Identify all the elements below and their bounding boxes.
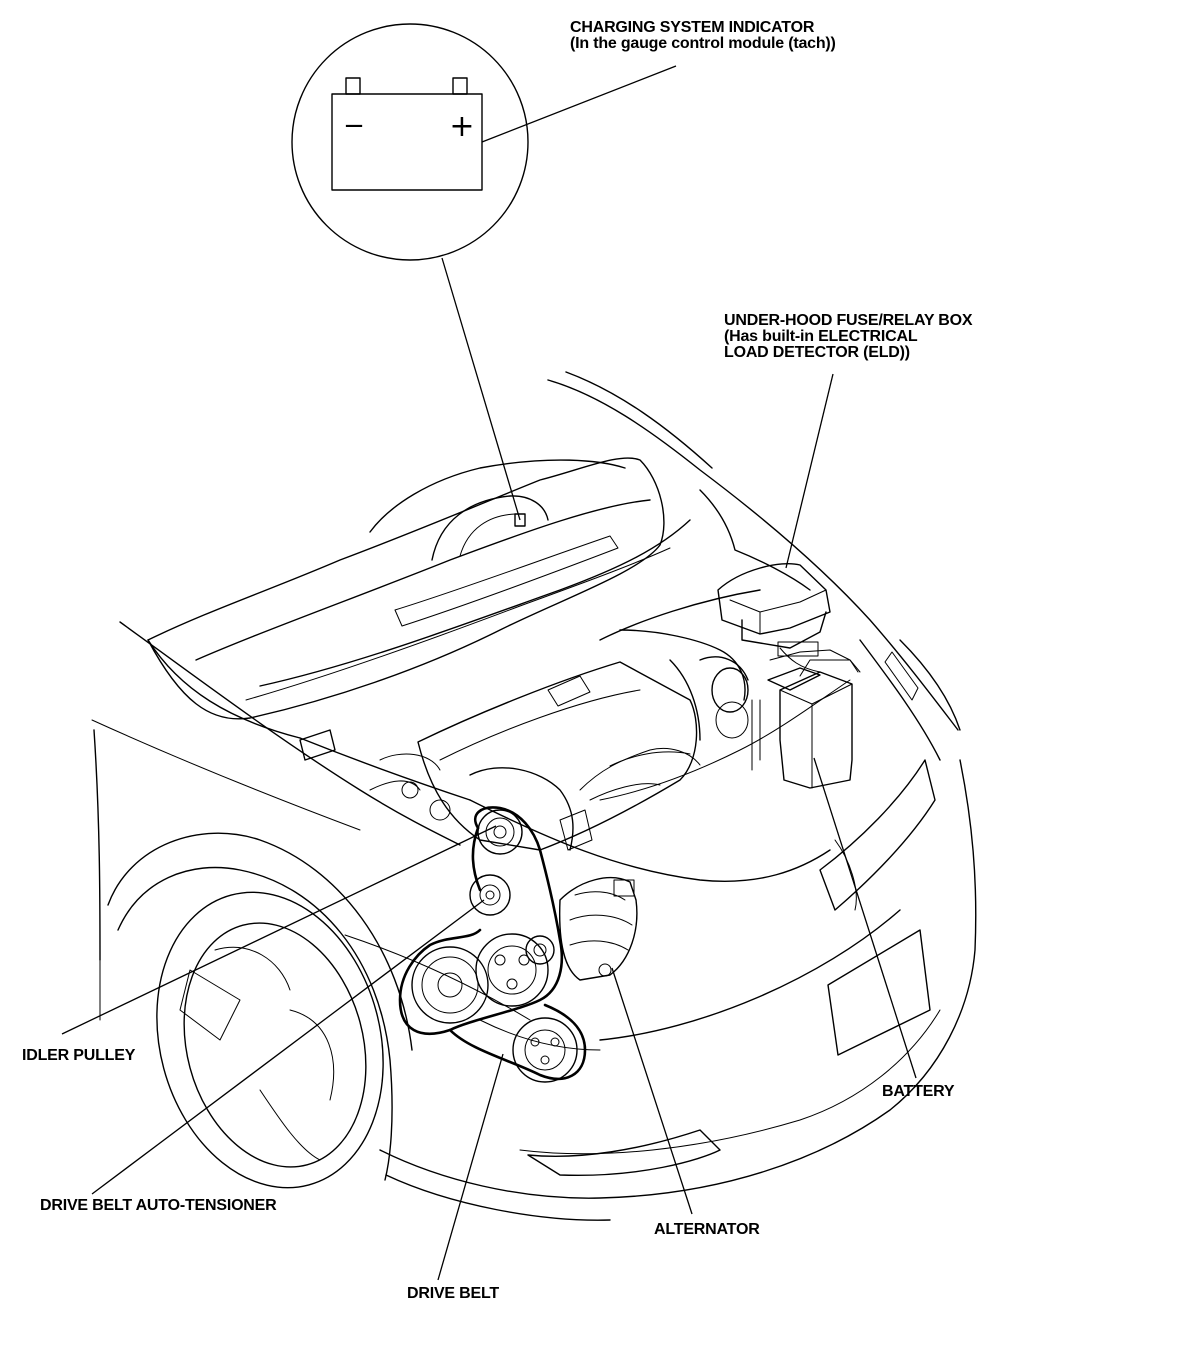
- leader-charging-indicator: [481, 65, 677, 143]
- indicator-magnifier: − +: [291, 23, 529, 527]
- label-idler-pulley: IDLER PULLEY: [22, 1047, 136, 1064]
- crankshaft-pulley: [411, 946, 489, 1024]
- drive-belt-auto-tensioner: [469, 874, 511, 916]
- dashboard: [369, 459, 626, 561]
- ac-compressor-pulley: [512, 1017, 578, 1083]
- battery-warning-icon: − +: [331, 77, 483, 191]
- hood: [147, 371, 959, 739]
- label-fuse-box-line3: LOAD DETECTOR (ELD)): [724, 344, 910, 361]
- label-charging-indicator-line1: CHARGING SYSTEM INDICATOR: [570, 19, 815, 36]
- alternator: [558, 876, 638, 981]
- vehicle-body: [91, 621, 977, 1221]
- indicator-plus-symbol: +: [449, 109, 474, 144]
- leader-fuse-box: [785, 373, 834, 569]
- drive-belt-path: [398, 806, 564, 1035]
- leader-lines: [61, 65, 917, 1281]
- label-fuse-box-line2: (Has built-in ELECTRICAL: [724, 328, 918, 345]
- label-alternator: ALTERNATOR: [654, 1221, 760, 1238]
- leader-battery: [813, 757, 917, 1079]
- engine-bay: [299, 489, 851, 882]
- label-charging-system-indicator: CHARGING SYSTEM INDICATOR (In the gauge …: [570, 20, 836, 52]
- indicator-minus-symbol: −: [343, 111, 365, 141]
- label-battery: BATTERY: [882, 1083, 955, 1100]
- label-charging-indicator-line2: (In the gauge control module (tach)): [570, 35, 836, 52]
- under-hood-fuse-relay-box: [717, 563, 859, 673]
- water-pump-pulley: [475, 933, 549, 1007]
- belt-drive: [398, 806, 638, 1083]
- leader-drive-belt: [437, 1053, 504, 1281]
- leader-auto-tensioner: [91, 899, 485, 1195]
- label-fuse-box-line1: UNDER-HOOD FUSE/RELAY BOX: [724, 312, 973, 329]
- idler-pulley: [477, 809, 523, 855]
- battery: [751, 659, 861, 789]
- label-under-hood-fuse-relay-box: UNDER-HOOD FUSE/RELAY BOX (Has built-in …: [724, 312, 973, 361]
- leader-alternator: [611, 967, 693, 1215]
- label-drive-belt: DRIVE BELT: [407, 1285, 499, 1302]
- leader-idler-pulley: [61, 825, 497, 1035]
- label-drive-belt-auto-tensioner: DRIVE BELT AUTO-TENSIONER: [40, 1197, 277, 1214]
